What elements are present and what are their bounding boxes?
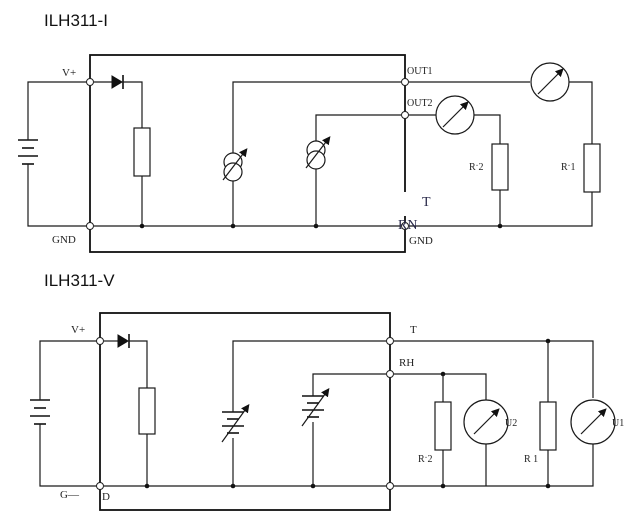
ammeter-icon [435,95,475,135]
resistor-r2 [491,143,509,191]
terminal-rh [386,370,394,378]
module-box [99,312,391,511]
voltmeter-icon [570,399,616,445]
internal-resistor [138,387,156,435]
battery-supply [18,81,90,227]
terminal-vplus [86,78,94,86]
internal-resistor [133,127,151,177]
voltage-source-icon [221,404,250,443]
resistor-r1 [539,401,557,451]
label-t: T [422,195,431,210]
resistor-r2 [434,401,452,451]
label-r2: Rˑ2 [469,162,483,173]
terminal-vplus [96,337,104,345]
voltmeter-icon [463,399,509,445]
label-out1: OUT1 [407,66,433,77]
terminal-out2 [401,111,409,119]
current-source-icon [222,148,248,182]
title-ilh311-i: ILH311-I [44,11,108,30]
module-box [89,54,406,253]
diagram-ilh311-i: ILH311-I [18,11,601,253]
label-rh: RH [399,357,414,369]
terminal-gnd [96,482,104,490]
label-g: G— [60,489,80,501]
ammeter-icon [530,62,570,102]
label-r2: Rˑ2 [418,454,432,465]
label-t: T [410,324,417,336]
terminal-gnd-right [401,222,409,230]
voltage-source-icon [301,388,330,427]
label-vplus: V+ [62,67,76,79]
resistor-r1 [583,143,601,193]
current-source-icon [305,136,331,170]
battery-icon [18,138,38,170]
label-gnd-right: GND [409,235,433,247]
terminal-gnd [86,222,94,230]
label-out2: OUT2 [407,98,433,109]
label-r1: R 1 [524,454,538,465]
diagram-ilh311-v: ILH311-V [30,271,624,511]
label-gnd: GND [52,234,76,246]
label-r1: Rˑ1 [561,162,575,173]
label-u1: U1 [612,418,624,429]
label-d: D [102,491,110,503]
terminal-out1 [401,78,409,86]
terminal-gnd-right [386,482,394,490]
label-vplus: V+ [71,324,85,336]
battery-supply [30,340,100,487]
title-ilh311-v: ILH311-V [44,271,115,290]
label-rn: RN [398,218,417,233]
diode-icon [111,75,124,89]
battery-icon [30,398,50,428]
terminal-t [386,337,394,345]
diode-icon [117,334,130,348]
label-u2: U2 [505,418,517,429]
